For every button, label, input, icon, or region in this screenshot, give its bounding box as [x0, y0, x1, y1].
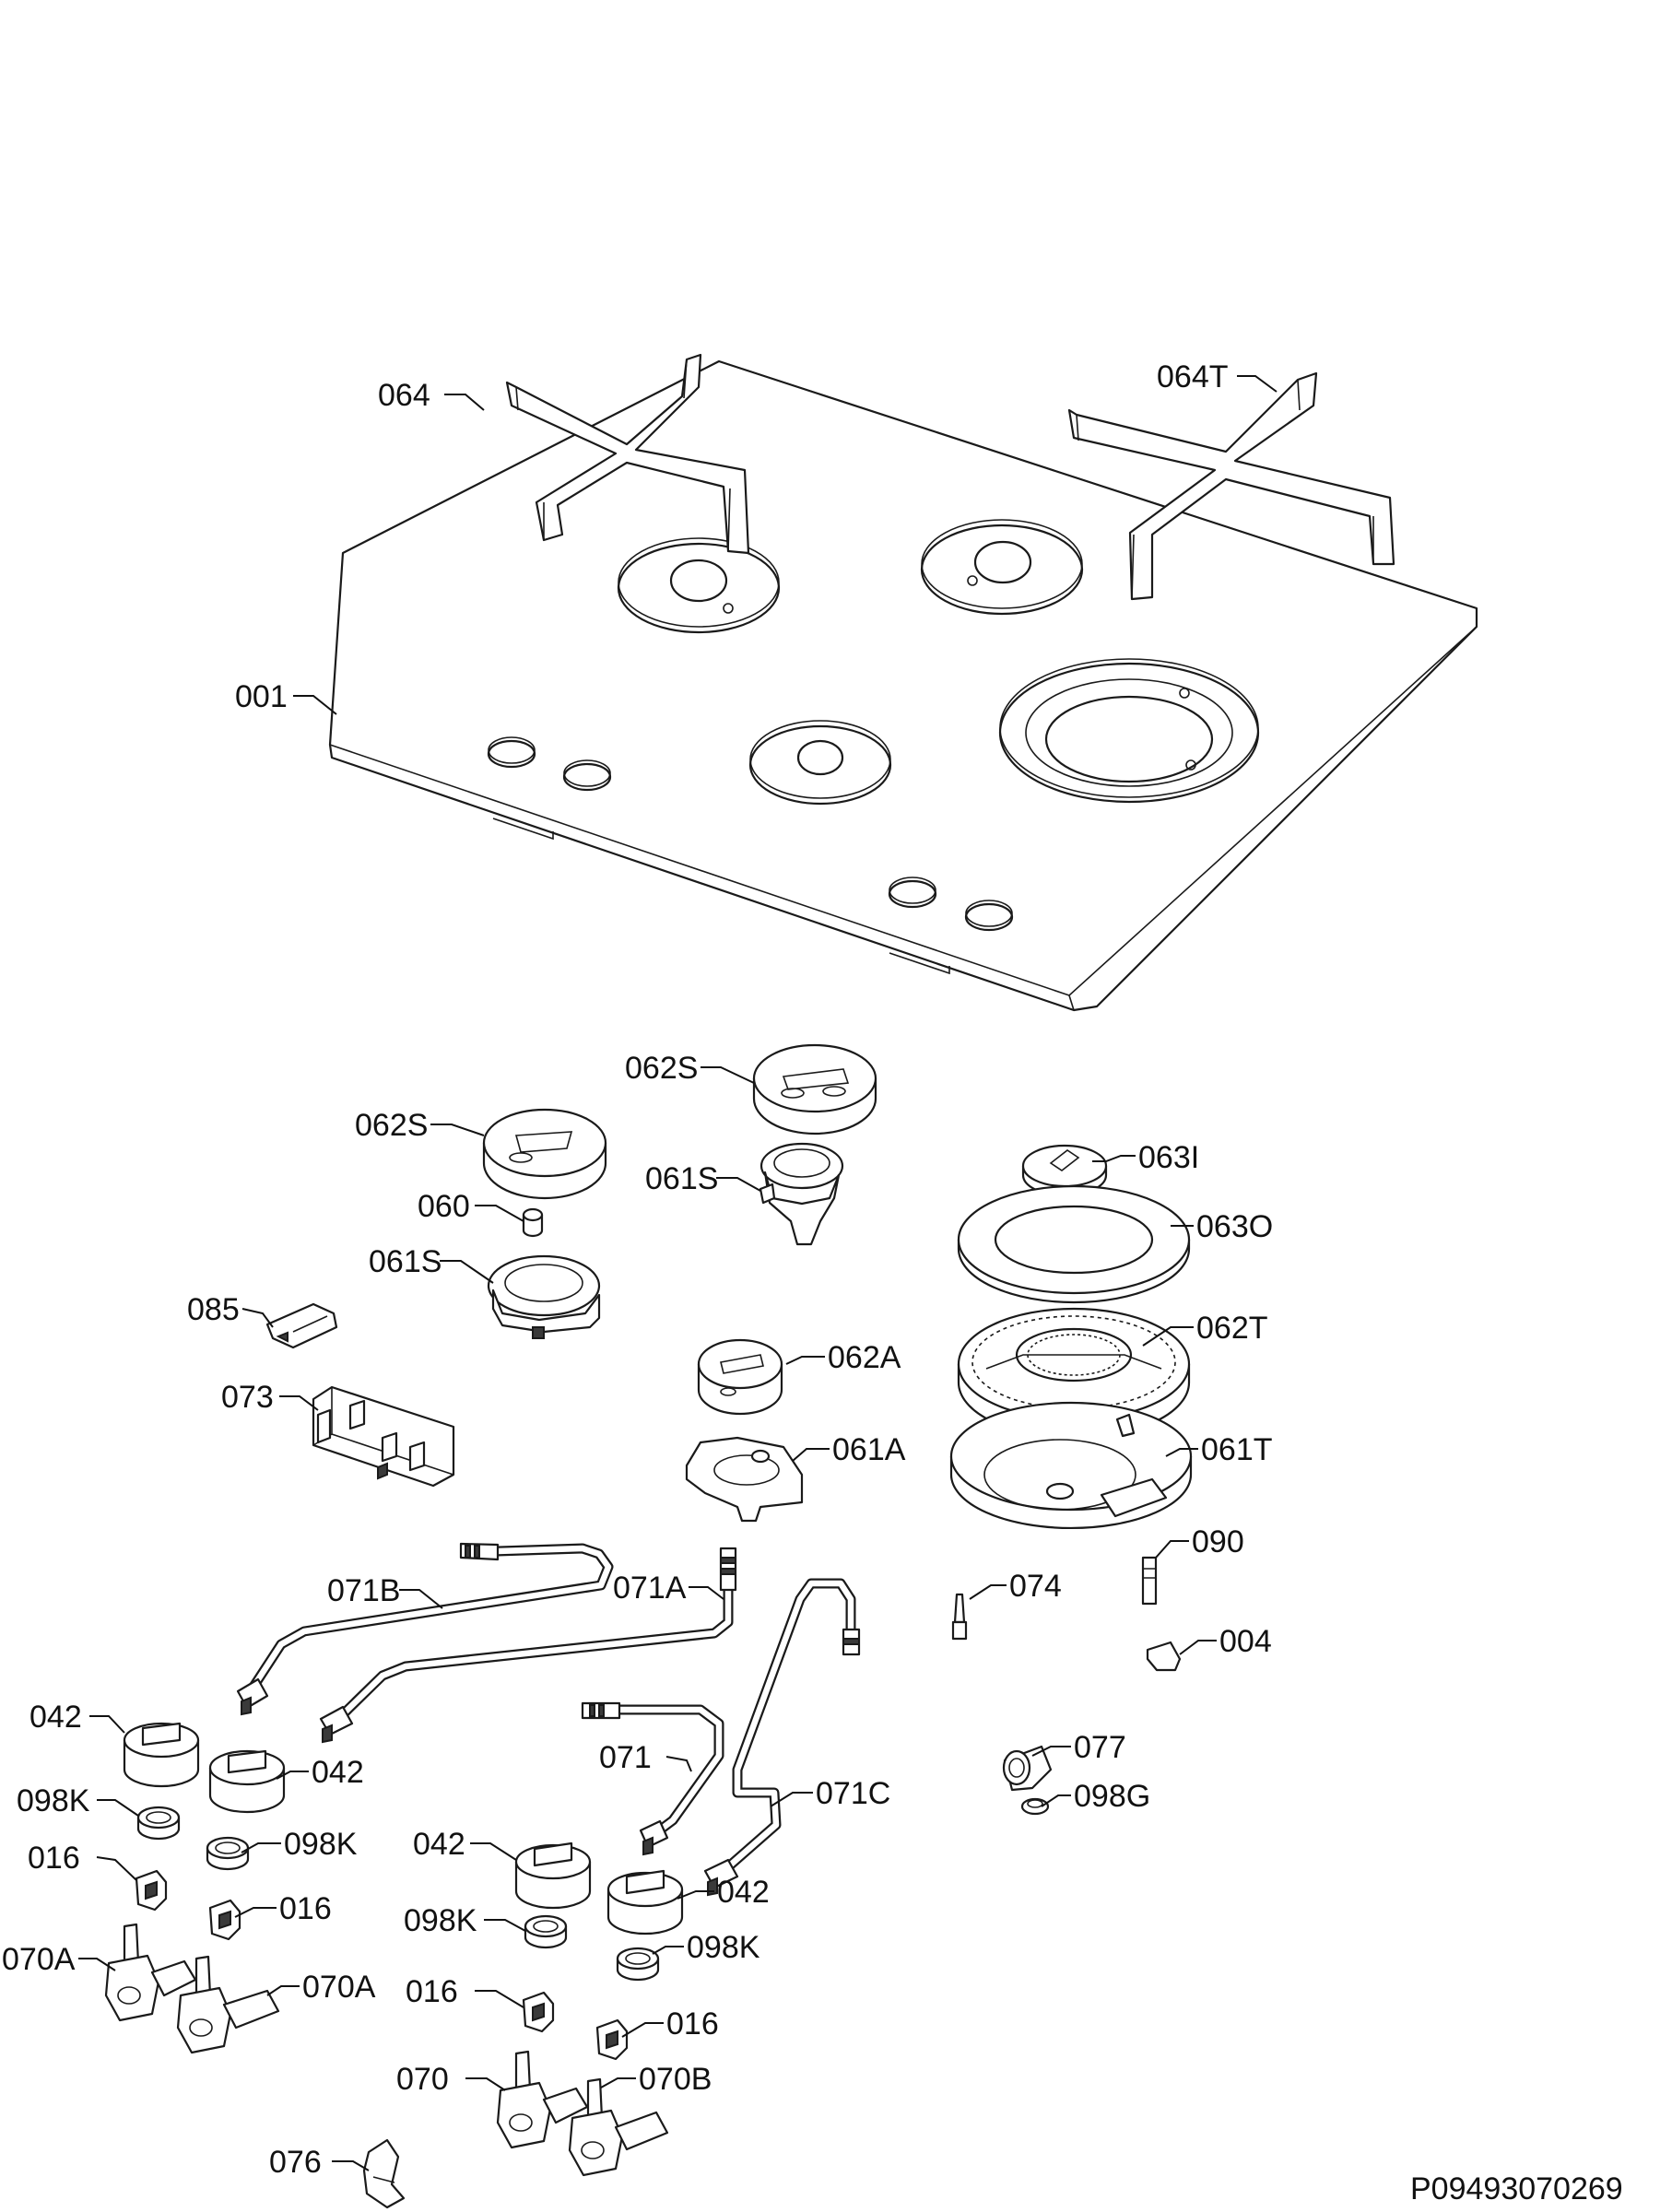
burner-cap-062S-left — [482, 1108, 607, 1200]
spark-generator-073 — [312, 1385, 455, 1488]
seal-098K-b — [206, 1836, 250, 1871]
valve-070A-b — [176, 1955, 280, 2054]
label-064: 064 — [378, 378, 430, 413]
label-061S-center: 061S — [645, 1161, 718, 1196]
pan-support-right — [1067, 371, 1395, 601]
label-061T: 061T — [1201, 1432, 1273, 1467]
label-076: 076 — [269, 2145, 322, 2180]
burner-head-061S-left — [487, 1254, 601, 1339]
label-063I: 063I — [1138, 1140, 1199, 1175]
label-064T: 064T — [1157, 359, 1229, 394]
burner-cap-062A — [697, 1338, 783, 1416]
electrode-090 — [1141, 1556, 1158, 1606]
label-001: 001 — [235, 679, 288, 714]
label-042-b: 042 — [312, 1755, 364, 1790]
label-098G: 098G — [1074, 1779, 1150, 1814]
clip-016-c — [522, 1991, 555, 2033]
label-060: 060 — [418, 1189, 470, 1224]
gas-pipe-071B — [236, 1542, 614, 1716]
seal-098K-d — [616, 1947, 660, 1982]
hob-top-plate — [328, 359, 1478, 1012]
seal-098K-a — [136, 1806, 181, 1841]
label-062A: 062A — [828, 1340, 901, 1375]
label-098K-c: 098K — [404, 1903, 477, 1938]
label-074: 074 — [1009, 1569, 1062, 1604]
plate-burner-hole-triple-ring — [998, 658, 1260, 804]
burner-head-061S-center — [759, 1142, 844, 1246]
valve-070A-a — [104, 1923, 197, 2022]
plate-burner-hole-front-center — [748, 720, 892, 806]
label-077: 077 — [1074, 1730, 1126, 1765]
label-042-a: 042 — [29, 1700, 82, 1735]
injector-060 — [522, 1207, 544, 1238]
document-id: P09493070269 — [1410, 2171, 1623, 2206]
plate-knob-holes — [487, 736, 1014, 932]
gas-pipe-071A — [319, 1547, 737, 1744]
label-071C: 071C — [816, 1776, 890, 1811]
label-016-a: 016 — [28, 1841, 80, 1876]
label-016-b: 016 — [279, 1891, 332, 1926]
label-070A-a: 070A — [2, 1942, 76, 1977]
label-062S-center: 062S — [625, 1051, 698, 1086]
label-061S-left: 061S — [369, 1244, 442, 1279]
connector-085 — [265, 1302, 338, 1349]
label-071: 071 — [599, 1740, 652, 1775]
burner-ring-063O — [957, 1184, 1191, 1304]
leader-lines — [78, 375, 1278, 2171]
label-073: 073 — [221, 1380, 274, 1415]
burner-head-061A — [685, 1436, 804, 1523]
clip-004 — [1146, 1641, 1182, 1672]
label-098K-b: 098K — [284, 1827, 358, 1862]
label-042-d: 042 — [717, 1875, 770, 1910]
label-062S-left: 062S — [355, 1108, 428, 1143]
plate-burner-hole-rear-left — [617, 537, 781, 634]
label-098K-a: 098K — [17, 1783, 90, 1818]
burner-base-061T — [949, 1401, 1193, 1530]
clip-016-d — [595, 2018, 629, 2061]
label-071B: 071B — [327, 1573, 400, 1608]
label-062T: 062T — [1196, 1311, 1268, 1346]
valve-070B — [568, 2077, 669, 2177]
label-004: 004 — [1219, 1624, 1272, 1659]
label-016-c: 016 — [406, 1974, 458, 2009]
callout-labels: 064 064T 001 062S 062S 060 061S 061S 063… — [2, 359, 1273, 2180]
pan-support-left — [505, 353, 750, 555]
elbow-077 — [1002, 1745, 1053, 1792]
label-098K-d: 098K — [687, 1930, 760, 1965]
label-085: 085 — [187, 1292, 240, 1327]
label-061A: 061A — [832, 1432, 906, 1467]
knob-042-c — [514, 1841, 592, 1910]
label-070A-b: 070A — [302, 1970, 376, 2005]
gas-pipe-071 — [581, 1701, 724, 1856]
knob-042-b — [208, 1749, 286, 1814]
label-090: 090 — [1192, 1524, 1244, 1559]
valve-070 — [496, 2050, 589, 2149]
clip-016-b — [208, 1899, 241, 1941]
label-071A: 071A — [613, 1571, 687, 1606]
clip-016-a — [135, 1869, 168, 1912]
label-063O: 063O — [1196, 1209, 1273, 1244]
gas-pipe-071C — [703, 1578, 861, 1897]
label-042-c: 042 — [413, 1827, 465, 1862]
seal-098K-c — [524, 1914, 568, 1949]
seal-098G — [1020, 1797, 1050, 1816]
knob-042-a — [123, 1722, 200, 1788]
label-016-d: 016 — [666, 2006, 719, 2041]
plate-burner-hole-rear-right — [920, 519, 1084, 616]
label-070: 070 — [396, 2062, 449, 2097]
burner-cap-062S-center — [752, 1043, 877, 1135]
thermocouple-074 — [951, 1593, 968, 1641]
knob-042-d — [606, 1869, 684, 1936]
label-070B: 070B — [639, 2062, 712, 2097]
bracket-076 — [362, 2138, 406, 2209]
